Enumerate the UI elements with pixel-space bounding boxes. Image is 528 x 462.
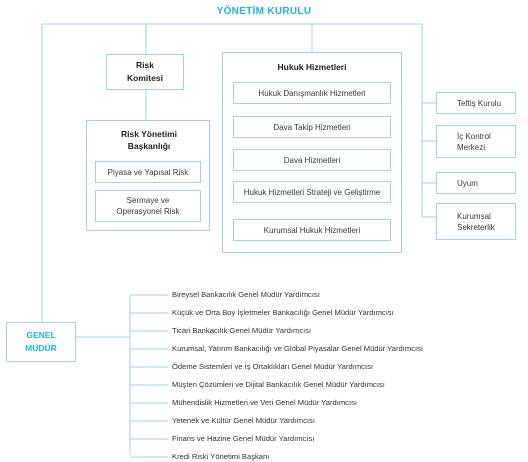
department-item: Ticari Bankacılık Genel Müdür Yardımcısı (172, 326, 312, 335)
unit-corporate-secretariat-label: Kurumsal Sekreterlik (457, 211, 495, 232)
department-item: Mühendislik Hizmetleri ve Veri Genel Müd… (172, 398, 357, 407)
department-item: Bireysel Bankacılık Genel Müdür Yardımcı… (172, 290, 320, 299)
risk-management-box: Risk Yönetimi Başkanlığı Piyasa ve Yapıs… (86, 120, 210, 231)
risk-item-capital-label: Sermaye ve Operasyonel Risk (116, 196, 180, 216)
legal-item-case-tracking: Dava Takip Hizmetleri (233, 116, 391, 138)
legal-services-title: Hukuk Hizmetleri (277, 62, 347, 72)
department-item: Ödeme Sistemleri ve İş Ortaklıkları Gene… (172, 362, 374, 371)
legal-item-case-label: Dava Hizmetleri (283, 155, 341, 165)
department-item: Finans ve Hazine Genel Müdür Yardımcısı (172, 434, 315, 443)
legal-item-consulting-label: Hukuk Danışmanlık Hizmetleri (258, 88, 366, 98)
general-manager-label: GENEL MÜDÜR (25, 330, 57, 353)
department-item: Yetenek ve Kültür Genel Müdür Yardımcısı (172, 416, 315, 425)
unit-internal-control: İç Kontrol Merkezi (436, 125, 516, 158)
legal-item-case-tracking-label: Dava Takip Hizmetleri (273, 122, 351, 132)
board-title: YÖNETİM KURULU (216, 6, 312, 17)
unit-corporate-secretariat: Kurumsal Sekreterlik (436, 203, 516, 240)
unit-inspection-board: Teftiş Kurulu (436, 92, 516, 114)
legal-item-consulting: Hukuk Danışmanlık Hizmetleri (233, 82, 391, 104)
legal-item-case: Dava Hizmetleri (233, 149, 391, 171)
risk-item-capital: Sermaye ve Operasyonel Risk (95, 190, 201, 222)
department-item: Kredi Riski Yönetimi Başkanı (172, 452, 270, 461)
legal-item-corporate-label: Kurumsal Hukuk Hizmetleri (263, 225, 361, 235)
risk-committee-box: Risk Komitesi (106, 54, 184, 90)
department-item: Küçük ve Orta Boy İşletmeler Bankacılığı… (172, 308, 394, 317)
unit-compliance-label: Uyum (457, 178, 478, 188)
unit-compliance: Uyum (436, 172, 516, 194)
unit-internal-control-label: İç Kontrol Merkezi (457, 131, 491, 152)
general-manager-box: GENEL MÜDÜR (6, 322, 76, 362)
legal-item-strategy: Hukuk Hizmetleri Strateji ve Geliştirme (233, 181, 391, 203)
risk-item-market-label: Piyasa ve Yapısal Risk (107, 167, 189, 177)
risk-management-title: Risk Yönetimi Başkanlığı (120, 129, 178, 151)
legal-services-box: Hukuk Hizmetleri Hukuk Danışmanlık Hizme… (222, 52, 402, 253)
department-item: Müşteri Çözümleri ve Dijital Bankacılık … (172, 380, 385, 389)
legal-item-strategy-label: Hukuk Hizmetleri Strateji ve Geliştirme (243, 187, 381, 197)
department-item: Kurumsal, Yatırım Bankacılığı ve Global … (172, 344, 423, 353)
unit-inspection-board-label: Teftiş Kurulu (457, 98, 502, 108)
legal-item-corporate: Kurumsal Hukuk Hizmetleri (233, 219, 391, 241)
risk-item-market: Piyasa ve Yapısal Risk (95, 161, 201, 183)
risk-committee-label: Risk Komitesi (127, 60, 163, 83)
